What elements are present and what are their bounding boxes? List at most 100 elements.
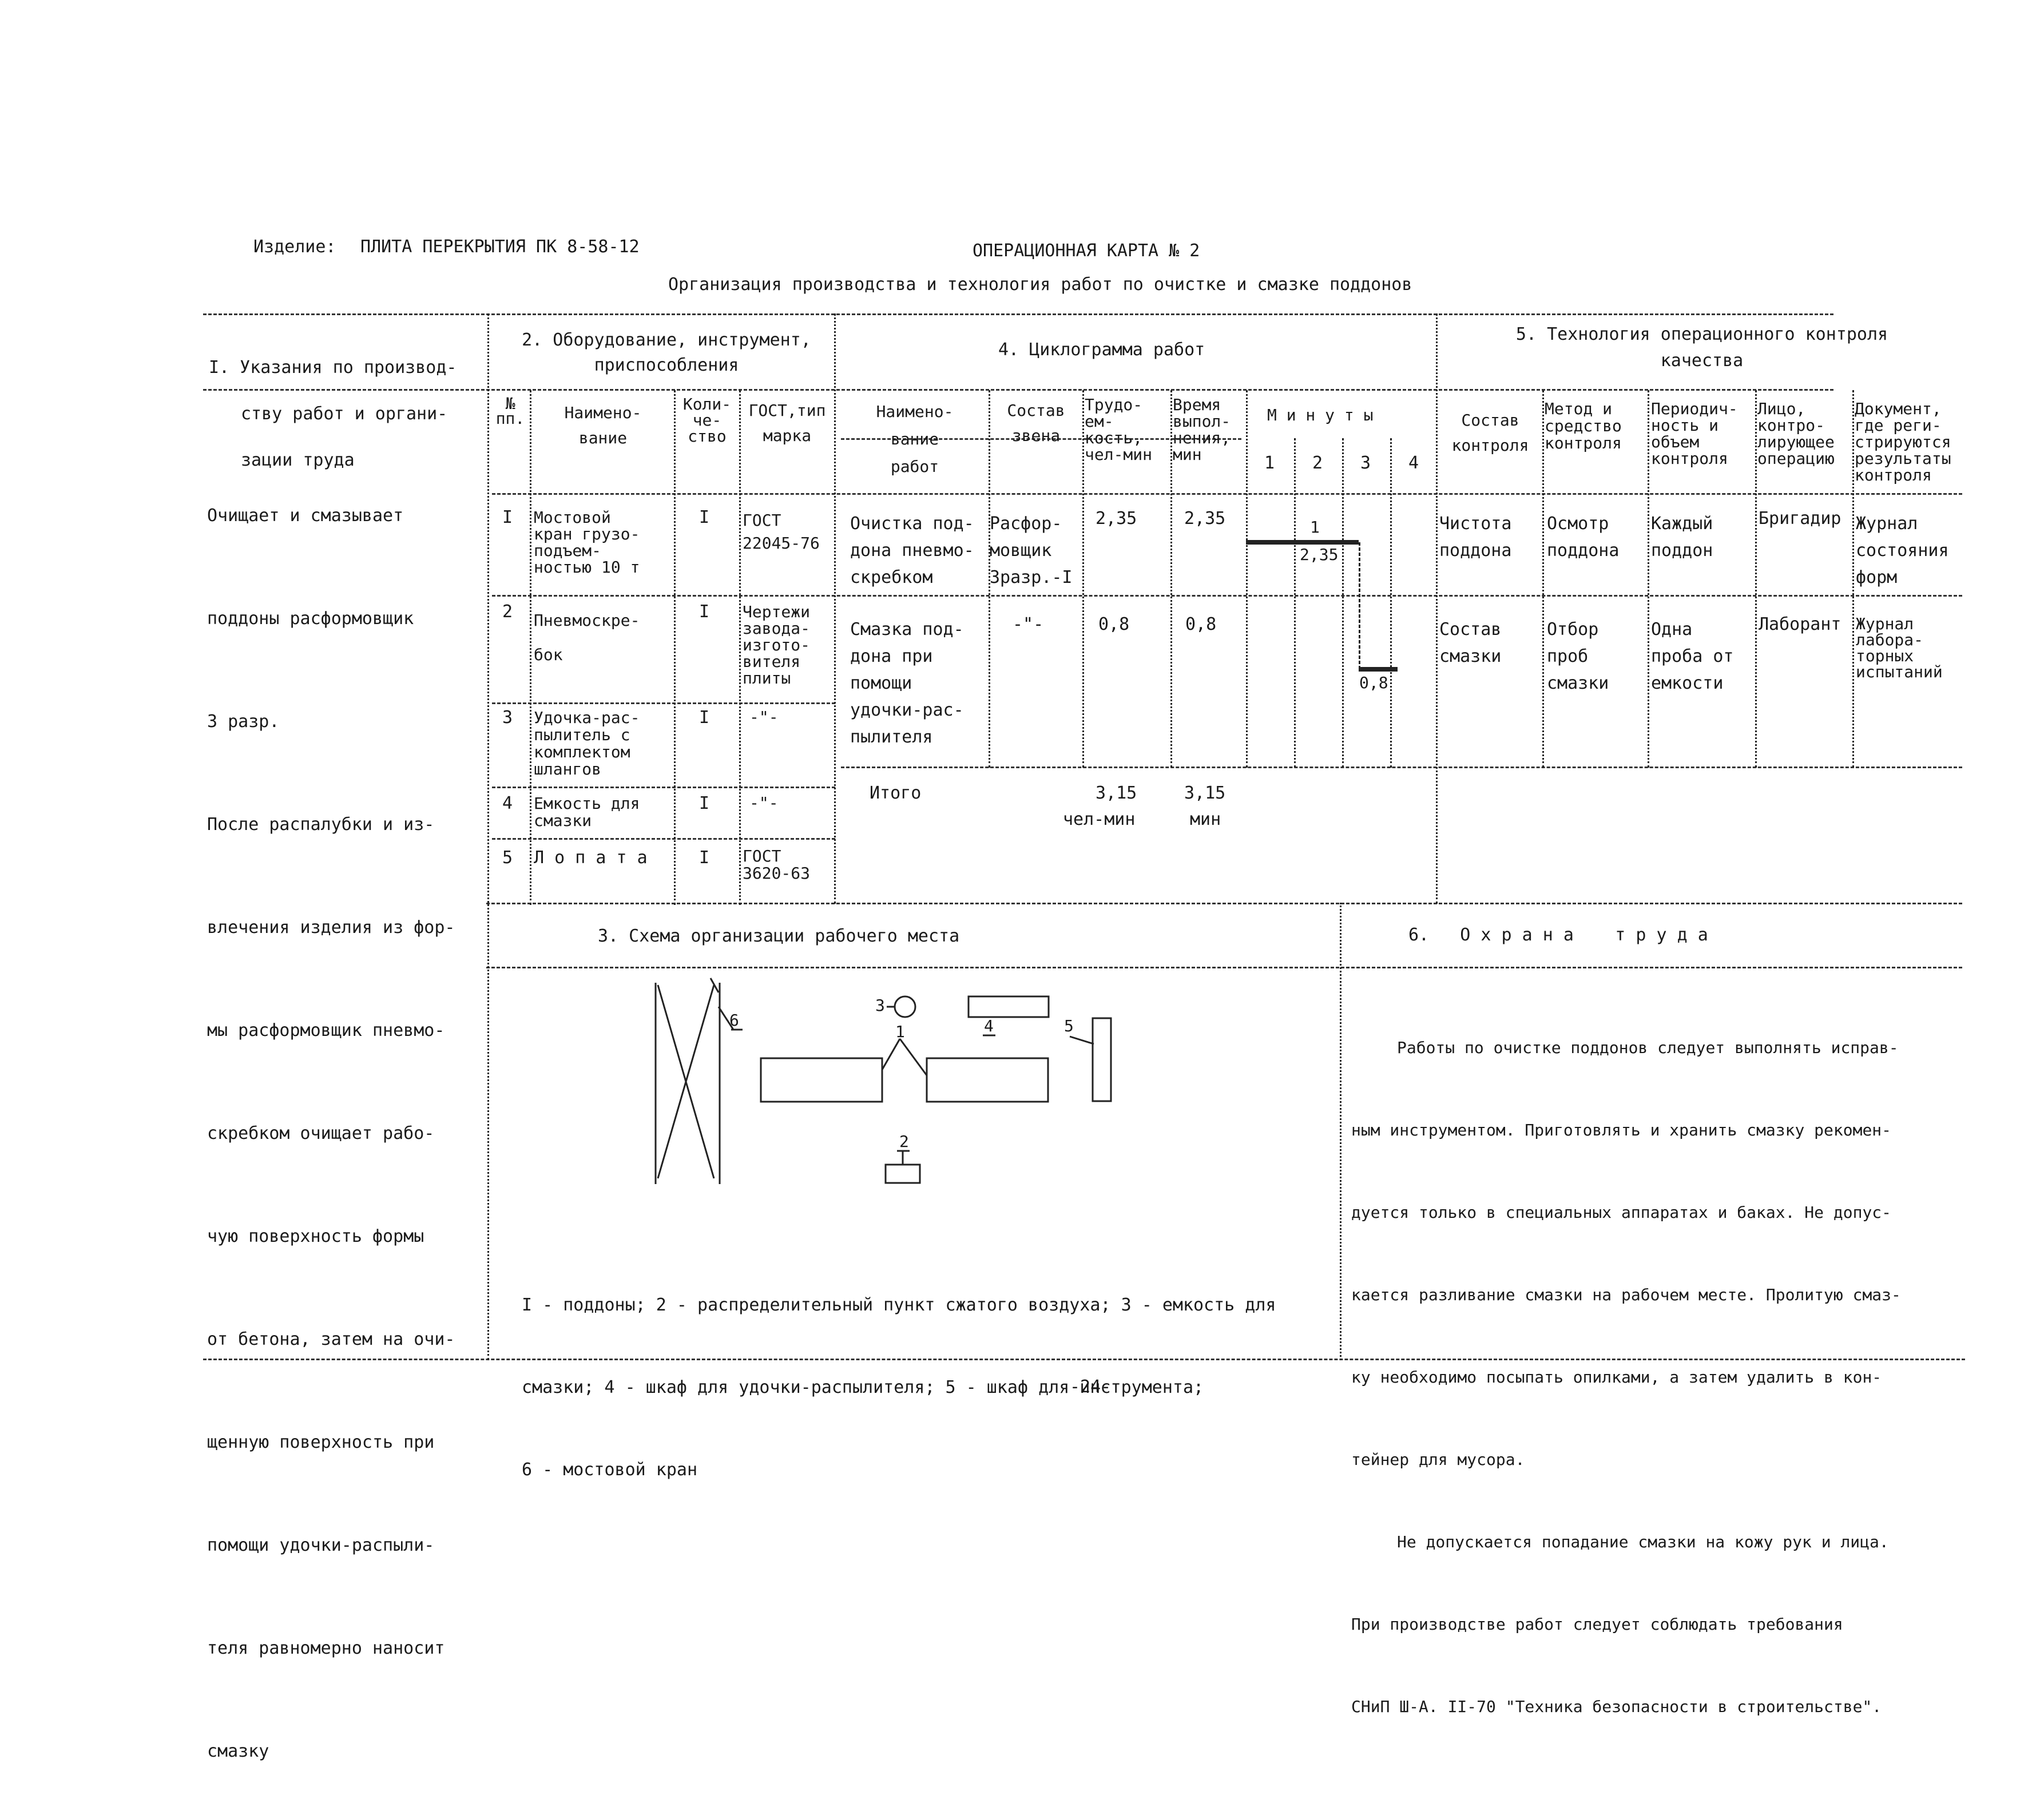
section1-body: Очищает и смазывает поддоны расформовщик… — [207, 506, 455, 1761]
container-circle — [894, 995, 916, 1018]
minute-col-1 — [1294, 438, 1296, 768]
equip-col-gost — [834, 313, 836, 904]
work-row2-labor: 0,8 — [1098, 614, 1130, 634]
workplace-scheme — [654, 978, 1112, 1184]
gantt-bar1-label-top: 1 — [1310, 518, 1320, 537]
control-col-3 — [1648, 390, 1649, 768]
section6-body: Работы по очистке поддонов следует выпол… — [1351, 1038, 1901, 1716]
equip-row5-name: Л о п а т а — [534, 848, 648, 868]
col-divider-lower — [1340, 903, 1342, 1360]
equip-row4-gost: -"- — [749, 793, 779, 812]
gantt-bar1-label-bottom: 2,35 — [1300, 545, 1339, 564]
work-row1-time: 2,35 — [1184, 509, 1226, 529]
equip-row2-no: 2 — [502, 602, 513, 622]
pallet-leader-left — [881, 1038, 901, 1070]
control-row1-person: Бригадир — [1759, 509, 1841, 529]
equip-header-qty: Коли-че-ство — [682, 395, 732, 446]
gantt-bar-cleaning — [1246, 540, 1359, 545]
equip-row4-qty: I — [699, 793, 710, 813]
pallet-left — [760, 1057, 883, 1103]
minute-col-2 — [1342, 438, 1344, 768]
section4-title: 4. Циклограмма работ — [998, 340, 1205, 360]
minute-col-3 — [1390, 438, 1392, 768]
col-divider-left — [487, 313, 489, 1360]
equip-header-name: Наимено-вание — [564, 403, 642, 447]
total-time-unit: мин — [1190, 809, 1221, 829]
card-title: ОПЕРАЦИОННАЯ КАРТА № 2 — [973, 241, 1200, 261]
cabinet5-leader — [1069, 1035, 1094, 1045]
scheme-label-6: 6 — [729, 1011, 739, 1030]
work-row1-name: Очистка под-дона пневмо-скребком — [850, 514, 974, 587]
work-col-crew — [1082, 390, 1084, 768]
equip-col-no — [530, 390, 531, 905]
minute-label-2: 2 — [1312, 453, 1323, 473]
equip-row5-qty: I — [699, 848, 710, 868]
total-time: 3,15 — [1184, 783, 1226, 803]
scheme-label-5: 5 — [1064, 1016, 1074, 1035]
work-col-name — [989, 390, 990, 768]
work-header-labor: Трудо-ем-кость,чел-мин — [1085, 395, 1153, 464]
crane-cross-2 — [657, 984, 715, 1179]
equip-row5-top-line — [492, 838, 835, 840]
equip-row3-gost: -"- — [749, 708, 779, 726]
total-labor-unit: чел-мин — [1063, 809, 1136, 829]
cabinet-5 — [1092, 1017, 1112, 1102]
gantt-bar2-label: 0,8 — [1359, 673, 1388, 692]
minute-label-3: 3 — [1360, 453, 1371, 473]
equip-row1-no: I — [502, 507, 513, 527]
equip-row2-qty: I — [699, 602, 710, 622]
product-name: ПЛИТА ПЕРЕКРЫТИЯ ПК 8-58-12 — [360, 237, 640, 257]
col-divider-control — [1436, 313, 1438, 904]
minutes-label: М и н у т ы — [1267, 406, 1374, 424]
gantt-bar-lubrication — [1359, 667, 1398, 672]
total-label: Итого — [870, 783, 922, 803]
scheme-legend: I - поддоны; 2 - распределительный пункт… — [522, 1295, 1276, 1480]
section3-title: 3. Схема организации рабочего места — [598, 926, 960, 946]
section2-title: 2. Оборудование, инструмент, приспособле… — [522, 330, 811, 375]
equip-row2-name: Пневмоскре-бок — [534, 611, 640, 664]
control-col-2 — [1542, 390, 1544, 768]
equip-row4-no: 4 — [502, 793, 513, 813]
table-row1-top-line — [492, 493, 1962, 495]
total-labor: 3,15 — [1096, 783, 1137, 803]
section6-title: 6. О х р а н а т р у д а — [1408, 925, 1708, 945]
work-col-labor — [1170, 390, 1172, 768]
equip-row5-no: 5 — [502, 848, 513, 868]
minutes-sub-divider — [841, 438, 1241, 440]
pallet-right — [926, 1057, 1049, 1103]
work-col-time — [1246, 390, 1248, 768]
equip-row4-top-line — [492, 787, 835, 788]
section1-title: I. Указания по производ- ству работ и ор… — [209, 358, 457, 470]
control-col-4 — [1755, 390, 1757, 768]
equip-row3-qty: I — [699, 708, 710, 728]
minute-label-4: 4 — [1408, 453, 1419, 473]
table-row2-top-line — [492, 595, 1962, 597]
cabinet-4 — [967, 995, 1050, 1018]
crane-break-mark — [709, 978, 720, 993]
pallet-leader-right — [899, 1038, 928, 1076]
equip-col-name — [674, 390, 676, 905]
crane-leader — [717, 1006, 735, 1030]
